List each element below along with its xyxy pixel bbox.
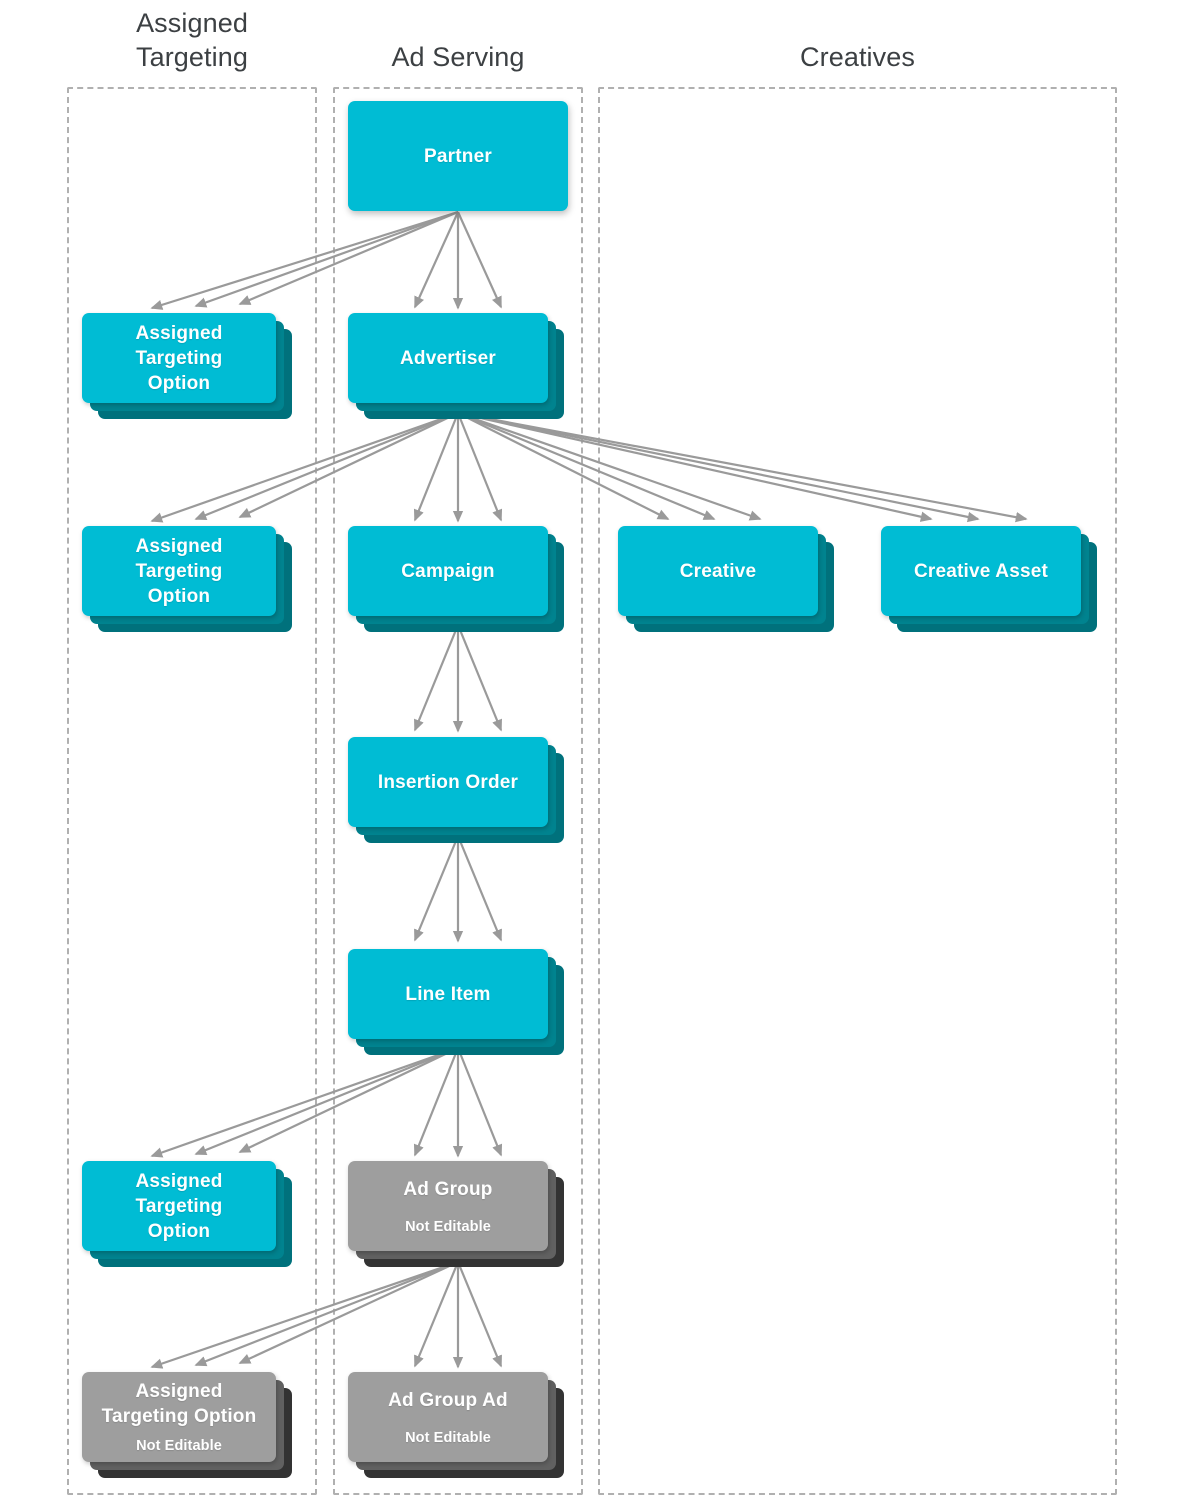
node-face[interactable]: Line Item [348, 949, 548, 1039]
column-header-ad-serving: Ad Serving [333, 40, 583, 74]
node-face[interactable]: Advertiser [348, 313, 548, 403]
column-header-creatives: Creatives [598, 40, 1117, 74]
node-not-editable-label: Not Editable [405, 1218, 491, 1235]
node-assigned-targeting-option-partner[interactable]: Assigned Targeting Option [82, 313, 292, 419]
node-title-line-3: Option [147, 1220, 211, 1242]
node-title: Ad Group Ad [388, 1389, 508, 1411]
node-title-line-3: Option [147, 372, 211, 394]
node-title: Partner [424, 145, 492, 167]
node-ad-group-ad[interactable]: Ad Group Ad Not Editable [348, 1372, 564, 1478]
node-face[interactable]: Creative [618, 526, 818, 616]
node-face[interactable]: Ad Group Not Editable [348, 1161, 548, 1251]
node-face[interactable]: Insertion Order [348, 737, 548, 827]
node-creative-asset[interactable]: Creative Asset [881, 526, 1097, 632]
node-title-line-2: Targeting [135, 560, 223, 582]
node-title-line-1: Assigned [135, 322, 223, 344]
lane-assigned-targeting [67, 87, 317, 1495]
node-not-editable-label: Not Editable [136, 1438, 222, 1454]
node-face[interactable]: Assigned Targeting Option [82, 1161, 276, 1251]
node-title: Advertiser [400, 347, 496, 369]
column-header-label: Ad Serving [391, 42, 525, 72]
node-face[interactable]: Campaign [348, 526, 548, 616]
node-campaign[interactable]: Campaign [348, 526, 564, 632]
column-header-line-1: Assigned [136, 8, 248, 38]
node-title-line-2: Targeting [135, 347, 223, 369]
node-creative[interactable]: Creative [618, 526, 834, 632]
column-header-label: Creatives [800, 42, 915, 72]
node-face[interactable]: Assigned Targeting Option [82, 313, 276, 403]
node-line-item[interactable]: Line Item [348, 949, 564, 1055]
node-partner[interactable]: Partner [348, 101, 568, 211]
node-title-line-3: Option [147, 585, 211, 607]
node-assigned-targeting-option-ad-group[interactable]: Assigned Targeting Option Not Editable [82, 1372, 292, 1478]
node-assigned-targeting-option-line-item[interactable]: Assigned Targeting Option [82, 1161, 292, 1267]
node-title-line-2: Targeting [135, 1195, 223, 1217]
node-title-line-2: Targeting Option [101, 1406, 257, 1427]
node-not-editable-label: Not Editable [405, 1429, 491, 1446]
node-face[interactable]: Assigned Targeting Option [82, 526, 276, 616]
node-title: Assigned Targeting Option [135, 321, 222, 396]
lane-ad-serving [333, 87, 583, 1495]
node-face[interactable]: Assigned Targeting Option Not Editable [82, 1372, 276, 1462]
node-face[interactable]: Creative Asset [881, 526, 1081, 616]
node-title: Line Item [405, 983, 491, 1005]
node-title: Creative [679, 560, 757, 582]
node-title: Ad Group [403, 1178, 493, 1200]
lane-creatives [598, 87, 1117, 1495]
column-header-line-2: Targeting [136, 42, 248, 72]
node-title: Assigned Targeting Option [102, 1379, 257, 1429]
node-title-line-1: Assigned [135, 1381, 223, 1402]
node-title-line-1: Assigned [135, 535, 223, 557]
node-title: Assigned Targeting Option [135, 1169, 222, 1244]
node-face[interactable]: Partner [348, 101, 568, 211]
node-title: Creative Asset [913, 560, 1049, 582]
node-title: Assigned Targeting Option [135, 534, 222, 609]
node-assigned-targeting-option-advertiser[interactable]: Assigned Targeting Option [82, 526, 292, 632]
node-insertion-order[interactable]: Insertion Order [348, 737, 564, 843]
column-header-assigned-targeting: Assigned Targeting [67, 6, 317, 74]
node-title: Insertion Order [377, 771, 519, 793]
node-advertiser[interactable]: Advertiser [348, 313, 564, 419]
node-face[interactable]: Ad Group Ad Not Editable [348, 1372, 548, 1462]
node-title: Campaign [401, 560, 495, 582]
node-title-line-1: Assigned [135, 1170, 223, 1192]
node-ad-group[interactable]: Ad Group Not Editable [348, 1161, 564, 1267]
